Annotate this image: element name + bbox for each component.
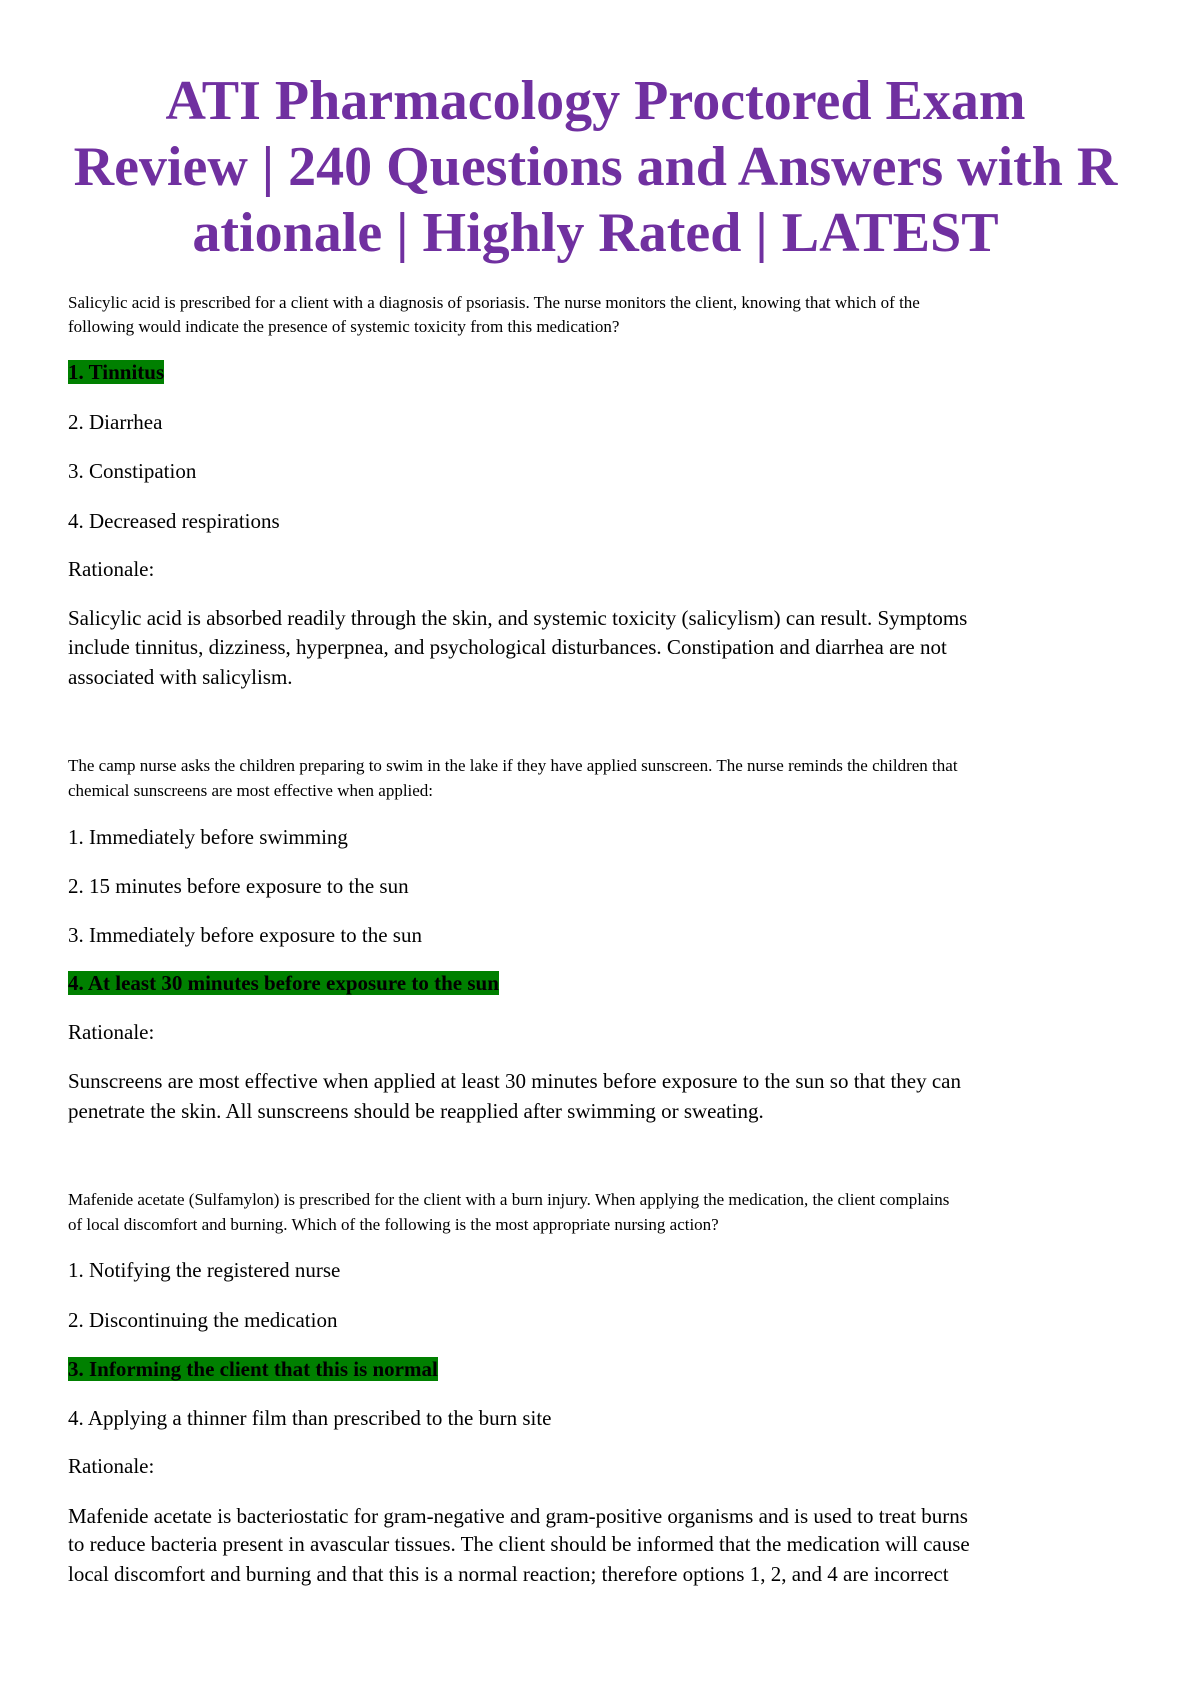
answer-option-row: 2. 15 minutes before exposure to the sun xyxy=(68,873,409,899)
rationale-text-row: include tinnitus, dizziness, hyperpnea, … xyxy=(68,633,947,662)
rationale-text: include tinnitus, dizziness, hyperpnea, … xyxy=(68,634,947,659)
question-text-row: of local discomfort and burning. Which o… xyxy=(68,1213,719,1237)
rationale-text-row: local discomfort and burning and that th… xyxy=(68,1560,949,1589)
answer-option: 1. Immediately before swimming xyxy=(68,825,348,849)
rationale-text: Sunscreens are most effective when appli… xyxy=(68,1068,962,1093)
answer-option: 2. 15 minutes before exposure to the sun xyxy=(68,874,409,898)
rationale-text: associated with salicylism. xyxy=(68,664,293,689)
question-text: following would indicate the presence of… xyxy=(68,317,620,336)
correct-answer-option-row: 4. At least 30 minutes before exposure t… xyxy=(68,970,499,996)
rationale-text: Salicylic acid is absorbed readily throu… xyxy=(68,605,968,630)
correct-answer-option: 3. Informing the client that this is nor… xyxy=(68,1357,438,1381)
rationale-text-row: Mafenide acetate is bacteriostatic for g… xyxy=(68,1502,968,1531)
answer-option-row: 3. Immediately before exposure to the su… xyxy=(68,922,422,948)
rationale-label-row: Rationale: xyxy=(68,1453,154,1479)
rationale-label-row: Rationale: xyxy=(68,556,154,582)
rationale-label-row: Rationale: xyxy=(68,1019,154,1045)
rationale-text-row: Sunscreens are most effective when appli… xyxy=(68,1067,961,1096)
rationale-label: Rationale: xyxy=(68,1454,155,1478)
question-text-row: following would indicate the presence of… xyxy=(68,315,619,339)
rationale-label: Rationale: xyxy=(68,557,155,581)
title-line: ATI Pharmacology Proctored Exam xyxy=(165,70,1026,132)
question-text: Salicylic acid is prescribed for a clien… xyxy=(68,293,920,312)
answer-option-row: 1. Immediately before swimming xyxy=(68,824,348,850)
correct-answer-option-row: 1. Tinnitus xyxy=(68,359,165,385)
document-title: ATI Pharmacology Proctored Exam Review |… xyxy=(40,68,1151,266)
correct-answer-option: 1. Tinnitus xyxy=(68,360,165,384)
correct-answer-option-row: 3. Informing the client that this is nor… xyxy=(68,1356,438,1382)
rationale-text-row: to reduce bacteria present in avascular … xyxy=(68,1530,970,1559)
answer-option-row: 3. Constipation xyxy=(68,458,196,484)
rationale-text-row: penetrate the skin. All sunscreens shoul… xyxy=(68,1097,764,1126)
question-text-row: Mafenide acetate (Sulfamylon) is prescri… xyxy=(68,1188,949,1212)
question-text: Mafenide acetate (Sulfamylon) is prescri… xyxy=(68,1190,950,1209)
rationale-text-row: Salicylic acid is absorbed readily throu… xyxy=(68,604,967,633)
answer-option: 4. Applying a thinner film than prescrib… xyxy=(68,1406,552,1430)
answer-option-row: 2. Diarrhea xyxy=(68,409,162,435)
correct-answer-option: 4. At least 30 minutes before exposure t… xyxy=(68,971,499,995)
answer-option: 2. Diarrhea xyxy=(68,410,163,434)
answer-option: 3. Immediately before exposure to the su… xyxy=(68,923,422,947)
rationale-text: penetrate the skin. All sunscreens shoul… xyxy=(68,1098,764,1123)
answer-option: 1. Notifying the registered nurse xyxy=(68,1258,341,1282)
question-text: chemical sunscreens are most effective w… xyxy=(68,781,434,800)
rationale-text-row: associated with salicylism. xyxy=(68,663,293,692)
rationale-text: Mafenide acetate is bacteriostatic for g… xyxy=(68,1503,968,1528)
answer-option: 3. Constipation xyxy=(68,459,197,483)
title-line: ationale | Highly Rated | LATEST xyxy=(192,202,999,264)
question-text-row: The camp nurse asks the children prepari… xyxy=(68,754,958,778)
question-text-row: chemical sunscreens are most effective w… xyxy=(68,779,433,803)
rationale-text: local discomfort and burning and that th… xyxy=(68,1561,949,1586)
question-text: of local discomfort and burning. Which o… xyxy=(68,1215,719,1234)
question-text-row: Salicylic acid is prescribed for a clien… xyxy=(68,291,920,315)
answer-option-row: 4. Decreased respirations xyxy=(68,508,280,534)
answer-option-row: 1. Notifying the registered nurse xyxy=(68,1257,340,1283)
answer-option: 4. Decreased respirations xyxy=(68,509,280,533)
title-line: Review | 240 Questions and Answers with … xyxy=(73,136,1118,198)
rationale-label: Rationale: xyxy=(68,1020,155,1044)
question-text: The camp nurse asks the children prepari… xyxy=(68,756,958,775)
answer-option: 2. Discontinuing the medication xyxy=(68,1308,338,1332)
answer-option-row: 2. Discontinuing the medication xyxy=(68,1307,337,1333)
answer-option-row: 4. Applying a thinner film than prescrib… xyxy=(68,1405,551,1431)
rationale-text: to reduce bacteria present in avascular … xyxy=(68,1531,970,1556)
